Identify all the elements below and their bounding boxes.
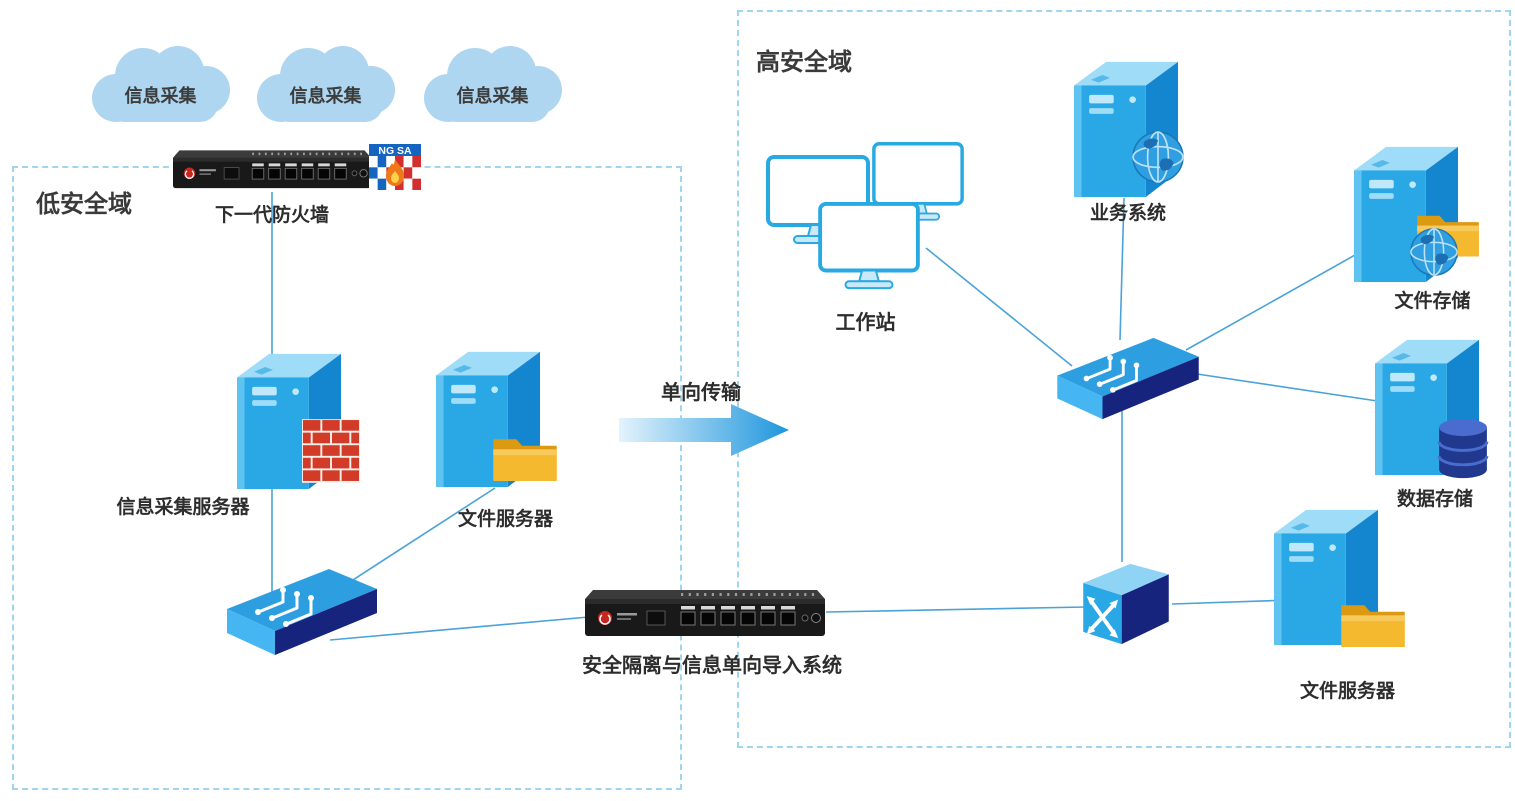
data-storage-label: 数据存储	[1396, 489, 1473, 510]
file-server-low-folder	[489, 429, 561, 487]
workstation-label: 工作站	[835, 312, 896, 334]
low-zone-title: 低安全域	[36, 191, 132, 218]
globe-icon	[1409, 227, 1459, 277]
ngsa-badge-text: NG SA	[378, 145, 412, 157]
business-system-globe	[1131, 130, 1185, 184]
file-storage-globe	[1409, 227, 1459, 277]
cloud-info-collection-1: 信息采集	[78, 40, 243, 128]
connection-line	[1119, 197, 1125, 341]
folder-icon	[1337, 595, 1409, 653]
file-server-high-label: 文件服务器	[1299, 681, 1395, 702]
arrow-right-icon	[619, 404, 789, 456]
connection-line	[1171, 599, 1293, 605]
cloud-label: 信息采集	[289, 86, 362, 106]
collection-server-label: 信息采集服务器	[116, 497, 250, 518]
switch-icon	[1057, 336, 1199, 421]
high-security-zone-boundary	[737, 10, 1511, 748]
connection-line	[329, 615, 601, 641]
ngfw-label: 下一代防火墙	[214, 205, 329, 226]
folder-icon	[489, 429, 561, 487]
router-exchange	[1078, 560, 1174, 648]
rack-appliance-icon	[584, 590, 826, 638]
monitor-icon	[818, 202, 920, 294]
data-storage-database	[1437, 416, 1489, 481]
isolation-gateway-device	[584, 590, 826, 638]
isolation-gateway-label: 安全隔离与信息单向导入系统	[582, 655, 842, 677]
workstation-monitor-3	[818, 202, 920, 294]
globe-icon	[1131, 130, 1185, 184]
switch-low	[227, 567, 377, 657]
switch-high	[1057, 336, 1199, 421]
file-server-high-folder	[1337, 595, 1409, 653]
business-system-label: 业务系统	[1089, 203, 1166, 224]
connection-line	[925, 247, 1073, 367]
connection-line	[825, 606, 1087, 613]
file-server-low-label: 文件服务器	[457, 509, 553, 530]
brick-wall-icon	[302, 419, 360, 483]
ngsa-badge: NG SA	[369, 144, 421, 190]
file-storage-label: 文件存储	[1394, 291, 1471, 312]
cloud-label: 信息采集	[456, 86, 529, 106]
one-way-label: 单向传输	[661, 382, 741, 404]
database-icon	[1437, 416, 1489, 481]
switch-icon	[227, 567, 377, 657]
cloud-info-collection-2: 信息采集	[243, 40, 408, 128]
cloud-label: 信息采集	[124, 86, 197, 106]
ngfw-device	[173, 150, 371, 190]
rack-appliance-icon	[173, 150, 371, 190]
router-icon	[1078, 560, 1174, 648]
high-zone-title: 高安全域	[756, 49, 852, 76]
one-way-arrow	[619, 402, 791, 458]
collection-server-firewall-overlay	[302, 419, 360, 483]
connection-line	[1196, 373, 1385, 403]
cloud-info-collection-3: 信息采集	[410, 40, 575, 128]
